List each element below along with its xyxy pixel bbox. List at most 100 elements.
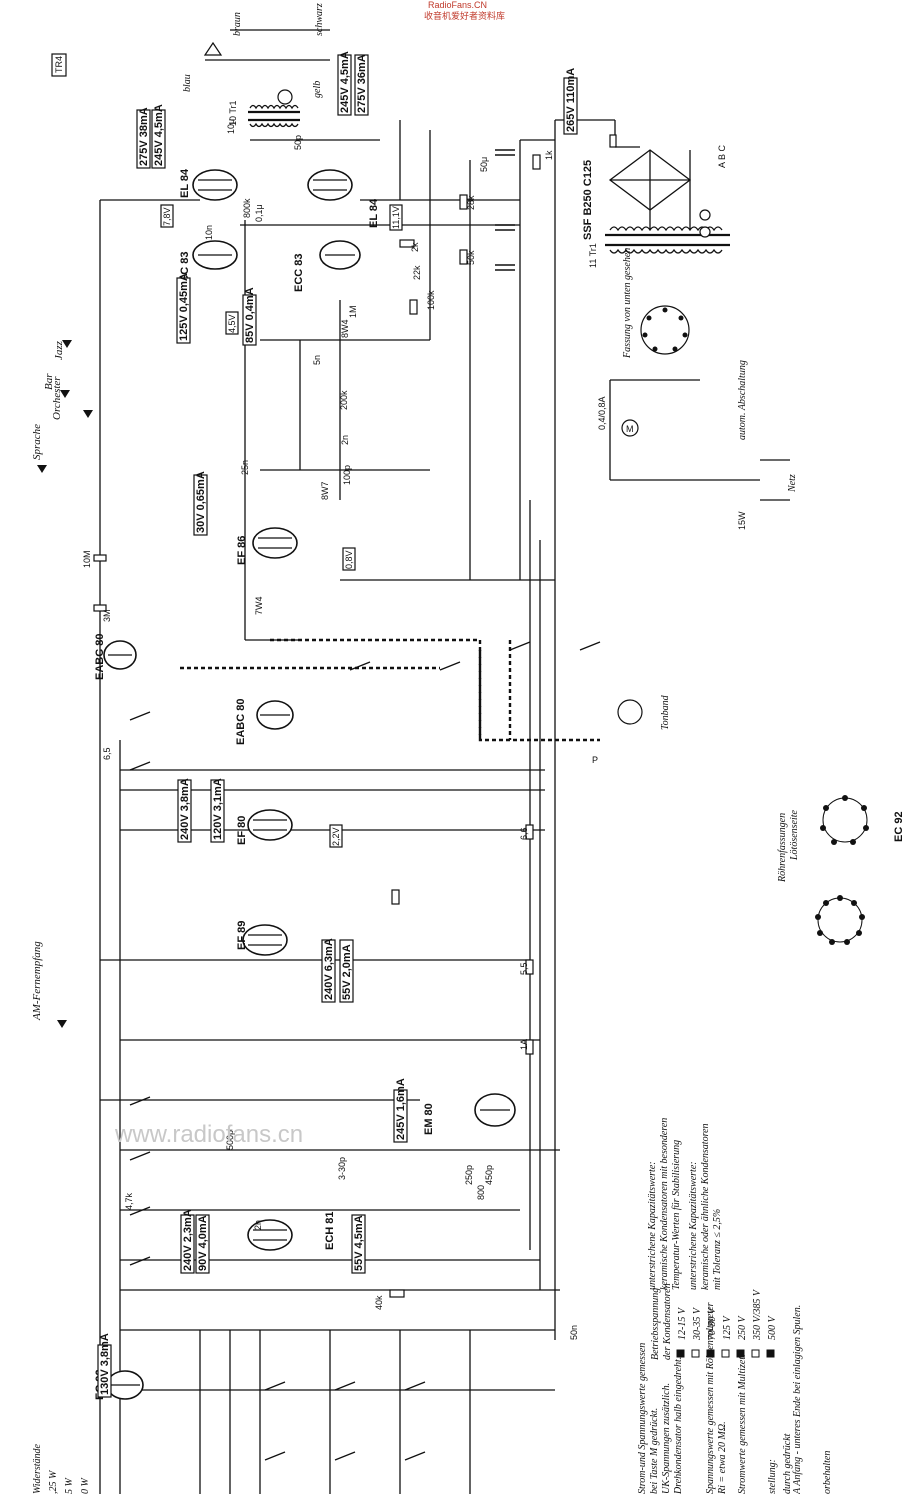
label-25n: 25n xyxy=(240,460,250,475)
legend-resist-4: 0 W xyxy=(80,1477,91,1494)
label-40k: 40k xyxy=(374,1295,384,1310)
wire-color-1: braun xyxy=(232,12,243,36)
legend-measure-4: Drehkondensator halb eingedreht. xyxy=(673,1357,684,1494)
input-am-remote: AM-Fernempfang xyxy=(31,941,43,1021)
legend-voltage-item: 12-15 V xyxy=(677,1306,688,1340)
label-2n: 2n xyxy=(340,435,350,445)
tube-ef89-volt2-box xyxy=(339,939,354,1003)
resistor-3m xyxy=(93,604,107,612)
switch-note: autom. Abschaltung xyxy=(737,360,748,440)
tube-ecc83-2-volt: 85V 0,4mA xyxy=(244,287,256,343)
label-100p: 100p xyxy=(342,465,352,485)
legend-measure-2: bei Taste M gedrückt. xyxy=(649,1408,660,1494)
socket-noval xyxy=(815,895,865,945)
tube-el84-1-volt: 275V 38mA xyxy=(138,107,150,166)
resistor-66 xyxy=(525,824,534,840)
pilot-lamp-2 xyxy=(699,226,711,238)
arrow-bar-icon xyxy=(60,390,70,398)
tube-ef86-volt: 30V 0,65mA xyxy=(195,471,207,533)
tube-el84-1-volt2: 245V 4,5mA xyxy=(153,104,165,166)
tube-el84-2-volt: 245V 4,5mA xyxy=(339,51,351,113)
label-22k: 22k xyxy=(412,265,422,280)
socket-pin xyxy=(652,346,658,352)
socket-pin xyxy=(642,332,648,338)
tube-el84-2-label: EL 84 xyxy=(368,198,380,228)
page-tag-box xyxy=(51,53,67,77)
tube-eabc80-2-label: EABC 80 xyxy=(235,699,247,745)
tube-eabc80-1 xyxy=(103,640,137,670)
label-2n-b: 2n xyxy=(253,1220,263,1230)
legend-voltage-swatch xyxy=(736,1349,745,1358)
label-65: 6,5 xyxy=(102,747,112,760)
input-speech: Sprache xyxy=(31,424,43,460)
rectifier-label: SSF B250 C125 xyxy=(582,160,594,240)
socket-pin xyxy=(678,315,684,321)
rail-tag: 265V 110mA xyxy=(565,68,577,132)
tube-ech81-volt3-box xyxy=(351,1214,366,1274)
label-50u: 50μ xyxy=(479,157,489,172)
tube-el84-2-volt2-box xyxy=(354,54,369,116)
tube-ecc83-1 xyxy=(192,240,238,270)
label-100k: 100k xyxy=(426,290,436,310)
label-2k: 2k xyxy=(410,242,420,252)
legend-voltage-item: 350 V/385 V xyxy=(752,1288,763,1341)
legend-resist-2: ,25 W xyxy=(48,1469,59,1494)
motor-letter: M xyxy=(626,424,634,434)
shield-cable-3 xyxy=(270,638,600,742)
legend-cap-line-3: Temperatur-Werten für Stabilisierung xyxy=(671,1140,682,1290)
supply-note-abc: A B C xyxy=(717,144,727,168)
legend-voltage-swatch xyxy=(691,1349,700,1358)
label-55: 5,5 xyxy=(519,962,529,975)
label-10n: 10n xyxy=(204,225,214,240)
tube-ecc83-1-volt: 125V 0,45mA xyxy=(178,273,190,341)
legend-voltage-title: Betriebsspannung xyxy=(650,1288,661,1360)
tube-el84-1 xyxy=(192,169,238,201)
tube-el84-2 xyxy=(307,169,353,201)
socket-octal xyxy=(640,305,690,355)
vtag-3: 11,1V xyxy=(391,206,401,229)
legend-measure-7: Stromwerte gemessen mit Multizet. xyxy=(737,1354,748,1494)
tube-ecc83-2 xyxy=(319,240,361,270)
tube-ef86-volt-box xyxy=(193,474,208,536)
legend-measure-3: UK-Spannungen zusätzlich. xyxy=(661,1383,672,1494)
wire-color-3: blau xyxy=(182,74,193,92)
wire-color-4: gelb xyxy=(312,81,323,98)
tube-el84-1-volt-box xyxy=(136,109,151,169)
label-5n: 5n xyxy=(312,355,322,365)
tube-el84-1-volt2-box xyxy=(151,109,166,169)
legend-resist-1: Widerstände xyxy=(32,1443,43,1494)
socket-pin xyxy=(682,332,688,338)
mains-label: Netz xyxy=(787,474,798,493)
tube-ef80-label: EF 80 xyxy=(236,816,248,845)
tube-em80 xyxy=(474,1093,516,1127)
vtag-box-3 xyxy=(389,204,403,231)
tube-eabc80-2 xyxy=(256,700,294,730)
legend-cap-line-6: mit Toleranz ≤ 2,5% xyxy=(712,1209,723,1290)
tube-ecc83-2-label: ECC 83 xyxy=(293,253,305,292)
tube-ef80-volt-box xyxy=(177,779,192,843)
label-800: 800 xyxy=(476,1185,486,1200)
tube-ec92-volt: 130V 3,8mA xyxy=(99,1333,111,1395)
label-50n: 50n xyxy=(569,1325,579,1340)
tube-ech81-volt2-box xyxy=(195,1214,210,1274)
legend-measure-6: Ri = etwa 20 MΩ. xyxy=(717,1421,728,1494)
tube-em80-volt: 245V 1,6mA xyxy=(395,1078,407,1140)
mains-transformer-label: 11 Tr1 xyxy=(588,243,598,268)
label-3-30p: 3-30p xyxy=(337,1157,347,1180)
watermark: www.radiofans.cn xyxy=(114,1121,303,1148)
vtag-box-2 xyxy=(225,311,239,335)
wire-color-2: schwarz xyxy=(314,3,325,36)
vtag-1: 7,8V xyxy=(162,207,172,226)
label-66: 6,6 xyxy=(519,827,529,840)
label-50p: 50p xyxy=(293,135,303,150)
input-jazz: Jazz xyxy=(53,340,65,360)
resistor-40k xyxy=(389,1289,405,1298)
tube-el84-2-volt2: 275V 36mA xyxy=(356,54,368,113)
tube-ech81-volt: 240V 2,3mA xyxy=(182,1209,194,1271)
resistor-1k-b xyxy=(532,154,541,170)
output-secondary xyxy=(249,104,299,110)
tube-ef80-volt2-box xyxy=(210,779,225,843)
legend-voltage-item: 500 V xyxy=(767,1315,778,1341)
legend-cap-line-1: unterstrichene Kapazitätswerte: xyxy=(647,1161,658,1290)
